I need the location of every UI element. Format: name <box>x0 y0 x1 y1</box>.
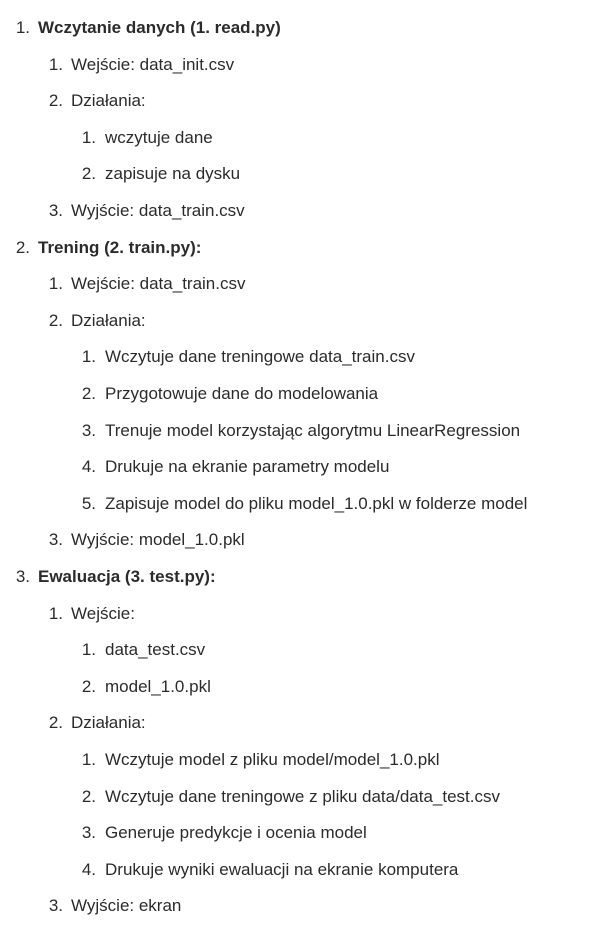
sub-list-item: 2. Wczytuje dane treningowe z pliku data/… <box>0 785 604 809</box>
sub-list-item: 1. Wczytuje dane treningowe data_train.cs… <box>0 345 604 369</box>
list-item-text: wczytuje dane <box>105 128 213 147</box>
list-item: 1. Wejście: <box>0 602 604 626</box>
list-number: 1. <box>81 347 96 366</box>
section-heading: 1. Wczytanie danych (1. read.py) <box>0 16 604 40</box>
list-number: 3. <box>48 201 63 220</box>
sub-list-item: 2. zapisuje na dysku <box>0 162 604 186</box>
section-heading: 3. Ewaluacja (3. test.py): <box>0 565 604 589</box>
list-number: 1. <box>15 18 30 37</box>
section-title: Trening (2. train.py): <box>38 238 202 257</box>
list-number: 1. <box>48 604 63 623</box>
list-item: 3. Wyjście: model_1.0.pkl <box>0 528 604 552</box>
list-item-text: Wejście: data_init.csv <box>71 55 235 74</box>
sub-list-item: 4. Drukuje na ekranie parametry modelu <box>0 455 604 479</box>
list-item-text: Trenuje model korzystając algorytmu Line… <box>105 421 521 440</box>
list-number: 3. <box>48 896 63 915</box>
list-item-text: Generuje predykcje i ocenia model <box>105 823 367 842</box>
list-number: 4. <box>81 457 96 476</box>
list-number: 3. <box>48 530 63 549</box>
list-number: 1. <box>48 274 63 293</box>
sub-list-item: 1. Wczytuje model z pliku model/model_1.0… <box>0 748 604 772</box>
list-number: 1. <box>81 128 96 147</box>
sub-list-item: 5. Zapisuje model do pliku model_1.0.pkl … <box>0 492 604 516</box>
list-number: 3. <box>81 823 96 842</box>
sub-list-item: 2. model_1.0.pkl <box>0 675 604 699</box>
section-title: Ewaluacja (3. test.py): <box>38 567 216 586</box>
sub-list-item: 1. wczytuje dane <box>0 126 604 150</box>
list-item-text: data_test.csv <box>105 640 206 659</box>
list-item-text: Zapisuje model do pliku model_1.0.pkl w … <box>105 494 528 513</box>
list-item: 1. Wejście: data_init.csv <box>0 53 604 77</box>
sub-list-item: 2. Przygotowuje dane do modelowania <box>0 382 604 406</box>
list-number: 1. <box>81 750 96 769</box>
list-item-text: Wejście: data_train.csv <box>71 274 246 293</box>
list-item-text: Wyjście: ekran <box>71 896 182 915</box>
list-number: 2. <box>81 164 96 183</box>
list-number: 2. <box>81 677 96 696</box>
sub-list-item: 1. data_test.csv <box>0 638 604 662</box>
list-number: 2. <box>15 238 30 257</box>
list-item: 2. Działania: <box>0 711 604 735</box>
list-item-text: Działania: <box>71 311 146 330</box>
list-number: 1. <box>81 640 96 659</box>
list-number: 5. <box>81 494 96 513</box>
section-title: Wczytanie danych (1. read.py) <box>38 18 281 37</box>
list-item-text: Wczytuje model z pliku model/model_1.0.p… <box>105 750 440 769</box>
list-item-text: Wczytuje dane treningowe z pliku data/da… <box>105 787 500 806</box>
list-item-text: Działania: <box>71 713 146 732</box>
list-item-text: Drukuje na ekranie parametry modelu <box>105 457 390 476</box>
list-item: 2. Działania: <box>0 309 604 333</box>
list-item: 1. Wejście: data_train.csv <box>0 272 604 296</box>
list-item-text: Wczytuje dane treningowe data_train.csv <box>105 347 415 366</box>
list-item-text: model_1.0.pkl <box>105 677 211 696</box>
list-number: 3. <box>81 421 96 440</box>
list-item-text: zapisuje na dysku <box>105 164 241 183</box>
list-item-text: Wyjście: model_1.0.pkl <box>71 530 245 549</box>
list-number: 2. <box>48 91 63 110</box>
list-item: 2. Działania: <box>0 89 604 113</box>
list-number: 4. <box>81 860 96 879</box>
list-number: 3. <box>15 567 30 586</box>
list-item: 3. Wyjście: data_train.csv <box>0 199 604 223</box>
list-number: 1. <box>48 55 63 74</box>
sub-list-item: 3. Trenuje model korzystając algorytmu Li… <box>0 419 604 443</box>
list-item-text: Drukuje wyniki ewaluacji na ekranie komp… <box>105 860 459 879</box>
sub-list-item: 4. Drukuje wyniki ewaluacji na ekranie ko… <box>0 858 604 882</box>
list-item-text: Wyjście: data_train.csv <box>71 201 245 220</box>
list-number: 2. <box>48 713 63 732</box>
list-item-text: Przygotowuje dane do modelowania <box>105 384 379 403</box>
list-item: 3. Wyjście: ekran <box>0 894 604 918</box>
section-heading: 2. Trening (2. train.py): <box>0 236 604 260</box>
list-item-text: Wejście: <box>71 604 135 623</box>
list-number: 2. <box>81 384 96 403</box>
list-item-text: Działania: <box>71 91 146 110</box>
list-number: 2. <box>48 311 63 330</box>
list-number: 2. <box>81 787 96 806</box>
sub-list-item: 3. Generuje predykcje i ocenia model <box>0 821 604 845</box>
